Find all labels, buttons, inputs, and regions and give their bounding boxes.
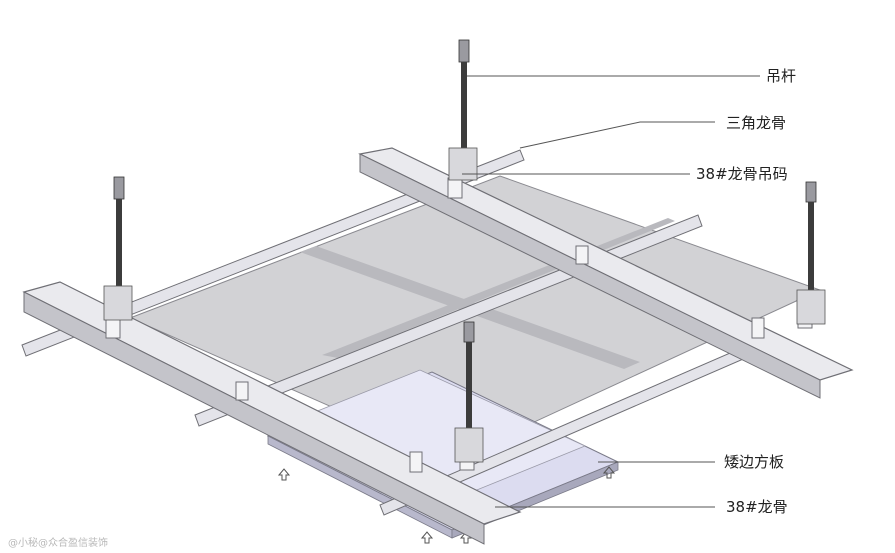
up-arrow-icon (602, 466, 616, 479)
hanger-clip (105, 317, 121, 339)
hanger-rod (796, 181, 826, 325)
label-keel-hanger-clip: 38#龙骨吊码 (696, 165, 788, 183)
hanger-rod (454, 321, 484, 463)
callout-labels: 吊杆 三角龙骨 38#龙骨吊码 矮边方板 38#龙骨 (696, 67, 796, 516)
up-arrow-icon (420, 531, 434, 544)
label-hanger-rod: 吊杆 (766, 67, 796, 85)
label-recessed-edge-panel: 矮边方板 (724, 453, 784, 471)
hanger-rods (103, 39, 826, 463)
recessed-edge-panel (266, 369, 620, 539)
hanger-clip (751, 317, 765, 339)
hanger-clip (575, 245, 589, 265)
label-triangle-keel: 三角龙骨 (726, 114, 786, 132)
keel-38 (359, 153, 821, 399)
label-keel-38: 38#龙骨 (726, 498, 788, 516)
leader-lines (462, 75, 760, 508)
hanger-clip (409, 451, 423, 473)
watermark-text: @小秘@众合盈信装饰 (8, 536, 108, 549)
triangle-keel (21, 149, 525, 357)
up-arrow-icon (277, 468, 291, 481)
keel-38 (23, 291, 485, 545)
main-keels (22, 147, 854, 545)
hanger-clip (235, 381, 249, 401)
arrow-markers (277, 466, 616, 544)
hanger-rod (103, 176, 133, 321)
hanger-clip (447, 177, 463, 199)
hanger-rod (448, 39, 478, 181)
